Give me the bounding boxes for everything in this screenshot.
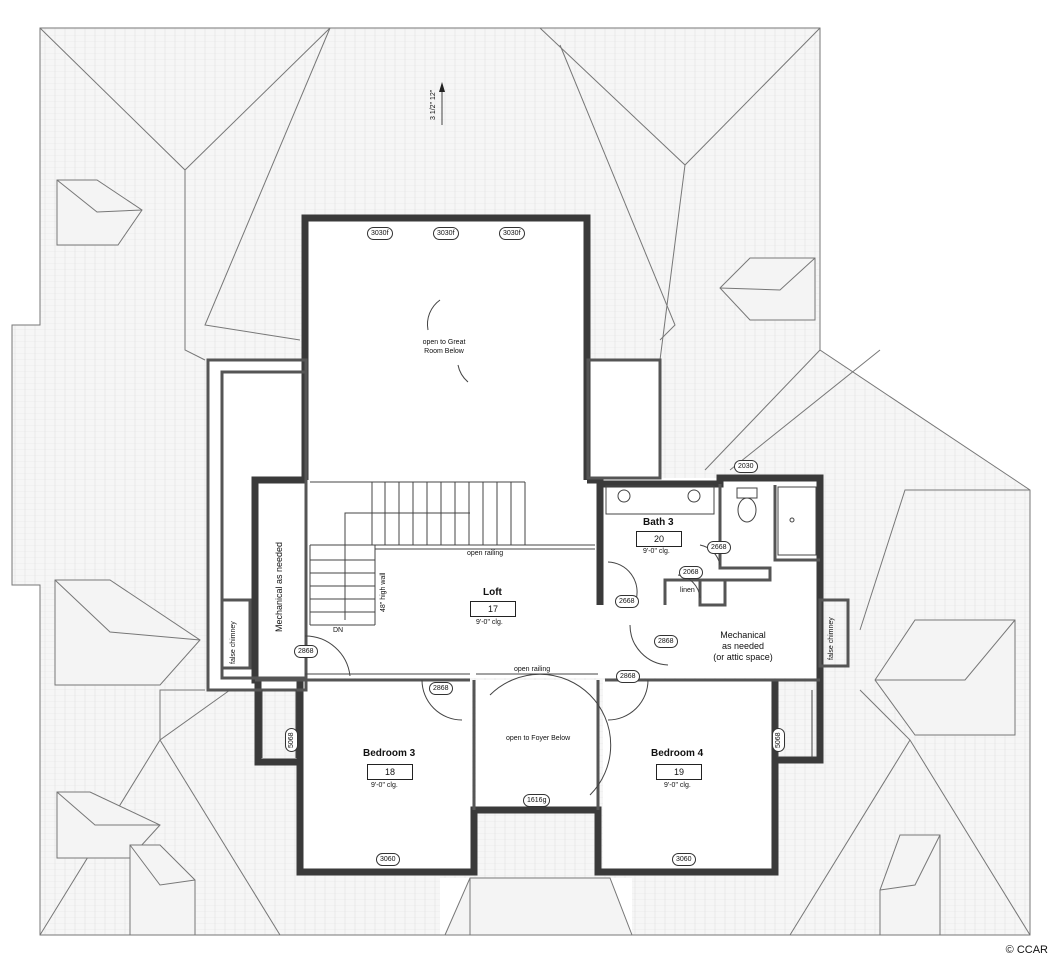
mechanical-right-line2: as needed xyxy=(721,641,765,651)
bedroom3-number: 18 xyxy=(367,764,413,780)
false-chimney-right: false chimney xyxy=(828,617,835,660)
bath-fixtures xyxy=(605,485,817,556)
foyer-label: open to Foyer Below xyxy=(506,735,571,742)
open-railing-bottom: open railing xyxy=(514,666,551,673)
mechanical-left-label: Mechanical as needed xyxy=(274,541,284,632)
bedroom4-door-tag: 2868 xyxy=(616,670,640,683)
loft-name: Loft xyxy=(483,587,502,598)
window-tag-2: 3030f xyxy=(433,227,459,240)
closet4-tag: 5068 xyxy=(772,728,785,752)
loft-ceiling: 9'-0" clg. xyxy=(476,619,503,626)
mechanical-right-line1: Mechanical xyxy=(720,630,766,640)
great-room-label: open to Great Room Below xyxy=(422,339,466,355)
window-tag-3: 3030f xyxy=(499,227,525,240)
mechanical-door-tag: 2868 xyxy=(654,635,678,648)
bedroom3-door-tag: 2868 xyxy=(429,682,453,695)
walls xyxy=(206,214,850,876)
down-label: DN xyxy=(333,627,344,634)
bedroom4-name: Bedroom 4 xyxy=(651,748,704,759)
bath3-name: Bath 3 xyxy=(643,517,674,528)
wc-door-tag: 2668 xyxy=(707,541,731,554)
linen-door-tag: 2068 xyxy=(679,566,703,579)
loft-door-tag: 2868 xyxy=(294,645,318,658)
open-railing-top: open railing xyxy=(467,550,504,557)
bath-door-tag: 2668 xyxy=(615,595,639,608)
mechanical-right-line3: (or attic space) xyxy=(713,652,773,662)
foyer-window-tag: 1616g xyxy=(523,794,551,807)
closet3-tag: 5068 xyxy=(285,728,298,752)
bedroom4-ceiling: 9'-0" clg. xyxy=(664,782,691,789)
linen-label: linen xyxy=(680,587,695,594)
open-to-below-arrows xyxy=(427,82,612,796)
loft-number: 17 xyxy=(470,601,516,617)
false-chimney-left: false chimney xyxy=(230,621,237,664)
rooms xyxy=(208,218,818,870)
bath3-number: 20 xyxy=(636,531,682,547)
bedroom3-name: Bedroom 3 xyxy=(363,748,416,759)
bedroom3-window-tag: 3060 xyxy=(376,853,400,866)
orientation-note: 3 1/2" 12" xyxy=(430,89,437,120)
bath3-ceiling: 9'-0" clg. xyxy=(643,548,670,555)
window-tag-1: 3030f xyxy=(367,227,393,240)
bedroom4-number: 19 xyxy=(656,764,702,780)
bath-window-tag: 2030 xyxy=(734,460,758,473)
copyright: © CCAR xyxy=(1005,944,1048,956)
high-wall-label: 48" high wall xyxy=(380,572,387,612)
bedroom4-window-tag: 3060 xyxy=(672,853,696,866)
stair xyxy=(305,481,598,675)
bedroom3-ceiling: 9'-0" clg. xyxy=(371,782,398,789)
